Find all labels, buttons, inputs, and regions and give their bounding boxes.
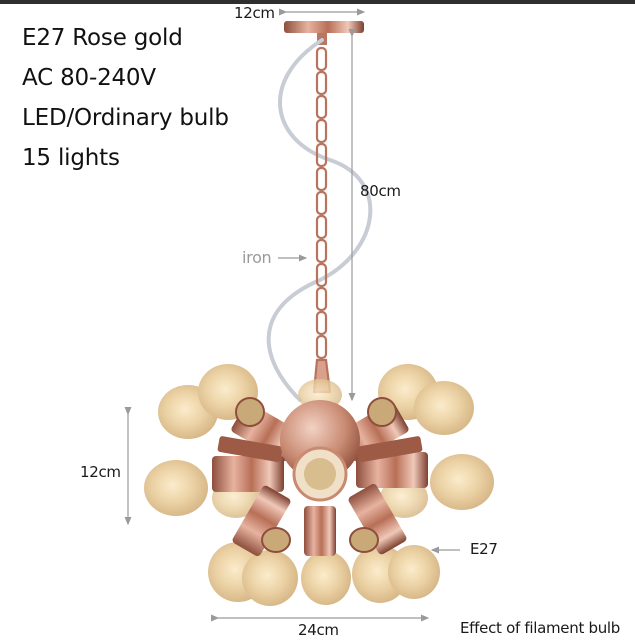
chain bbox=[312, 46, 332, 394]
cable bbox=[266, 38, 373, 402]
sockets bbox=[212, 397, 428, 556]
spec-voltage: AC 80-240V bbox=[22, 65, 156, 91]
top-border bbox=[0, 0, 635, 4]
spec-light-count: 15 lights bbox=[22, 145, 120, 171]
socket-type-label: E27 bbox=[470, 540, 498, 558]
spec-bulb-type: LED/Ordinary bulb bbox=[22, 105, 229, 131]
filament-caption: Effect of filament bulb bbox=[460, 619, 621, 637]
body-width-label: 24cm bbox=[298, 621, 339, 639]
spec-list: E27 Rose gold AC 80-240V LED/Ordinary bu… bbox=[22, 20, 229, 180]
chain-length-label: 80cm bbox=[360, 182, 401, 200]
canopy-width-label: 12cm bbox=[234, 4, 275, 22]
hub bbox=[280, 400, 360, 502]
material-label: iron bbox=[242, 248, 272, 267]
spec-socket-finish: E27 Rose gold bbox=[22, 25, 183, 51]
body-height-label: 12cm bbox=[80, 463, 121, 481]
